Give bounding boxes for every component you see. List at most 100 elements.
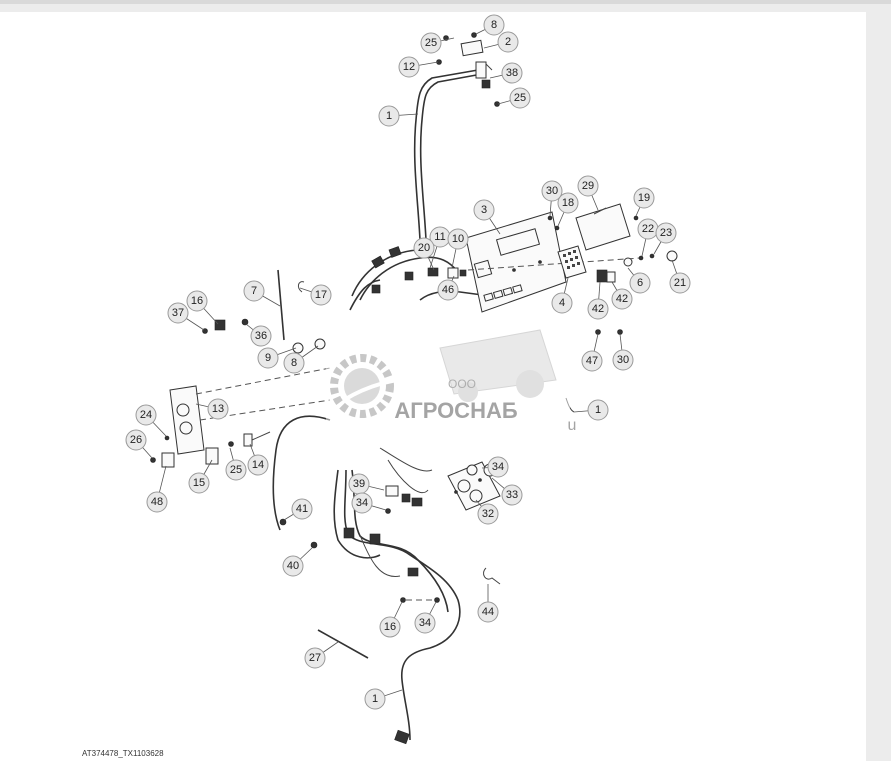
harness-main xyxy=(349,246,491,311)
callout-2: 2 xyxy=(497,31,519,53)
callout-label: 21 xyxy=(674,277,686,289)
callout-42: 42 xyxy=(587,298,609,320)
callout-bubble xyxy=(473,199,495,221)
callout-bubble xyxy=(437,279,459,301)
callout-3: 3 xyxy=(473,199,495,221)
callout-label: 6 xyxy=(637,277,643,289)
callout-label: 41 xyxy=(296,503,308,515)
callout-label: 25 xyxy=(514,92,526,104)
callout-bubble xyxy=(487,456,509,478)
watermark-logo: ООО АГРОСНАБ u xyxy=(326,316,576,444)
callout-1: 1 xyxy=(364,688,386,710)
callout-label: 34 xyxy=(419,617,431,629)
callout-bubble xyxy=(587,399,609,421)
callout-33: 33 xyxy=(501,484,523,506)
callout-label: 36 xyxy=(255,330,267,342)
callout-bubble xyxy=(310,284,332,306)
callout-27: 27 xyxy=(304,647,326,669)
callout-bubble xyxy=(477,503,499,525)
callout-4: 4 xyxy=(551,292,573,314)
callout-25: 25 xyxy=(225,459,247,481)
callout-label: 27 xyxy=(309,652,321,664)
callout-7: 7 xyxy=(243,280,265,302)
callout-label: 47 xyxy=(586,355,598,367)
callout-label: 16 xyxy=(191,295,203,307)
callout-label: 22 xyxy=(642,223,654,235)
callout-17: 17 xyxy=(310,284,332,306)
callout-42: 42 xyxy=(611,288,633,310)
callout-label: 17 xyxy=(315,289,327,301)
callout-bubble xyxy=(501,484,523,506)
callout-bubble xyxy=(291,498,313,520)
callout-bubble xyxy=(247,454,269,476)
mounting-plate xyxy=(447,461,501,511)
callout-19: 19 xyxy=(633,187,655,209)
callout-bubble xyxy=(414,612,436,634)
callout-bubble xyxy=(577,175,599,197)
callout-label: 8 xyxy=(491,19,497,31)
callout-40: 40 xyxy=(282,555,304,577)
callout-18: 18 xyxy=(557,192,579,214)
callout-label: 42 xyxy=(616,293,628,305)
callout-bubble xyxy=(581,350,603,372)
callout-39: 39 xyxy=(348,473,370,495)
callout-14: 14 xyxy=(247,454,269,476)
callout-label: 42 xyxy=(592,303,604,315)
callout-label: 2 xyxy=(505,36,511,48)
callout-29: 29 xyxy=(577,175,599,197)
callout-label: 30 xyxy=(546,185,558,197)
harness-lower xyxy=(272,397,575,745)
callout-bubble xyxy=(501,62,523,84)
callout-label: 29 xyxy=(582,180,594,192)
callout-bubble xyxy=(413,237,435,259)
top-bar xyxy=(0,0,891,4)
callout-30: 30 xyxy=(541,180,563,202)
callout-34: 34 xyxy=(351,492,373,514)
callout-24: 24 xyxy=(135,404,157,426)
callout-label: 40 xyxy=(287,560,299,572)
callout-23: 23 xyxy=(655,222,677,244)
watermark-suffix: u xyxy=(568,417,577,434)
callout-label: 24 xyxy=(140,409,152,421)
callout-bubble xyxy=(541,180,563,202)
callout-8: 8 xyxy=(483,14,505,36)
callout-label: 34 xyxy=(492,461,504,473)
callout-label: 1 xyxy=(386,110,392,122)
callout-bubble xyxy=(398,56,420,78)
callout-bubble xyxy=(135,404,157,426)
callout-13: 13 xyxy=(207,398,229,420)
callout-label: 33 xyxy=(506,489,518,501)
callout-label: 25 xyxy=(425,37,437,49)
callout-label: 20 xyxy=(418,242,430,254)
callout-1: 1 xyxy=(587,399,609,421)
left-parts xyxy=(150,269,331,468)
right-small-parts xyxy=(547,215,678,335)
callout-bubble xyxy=(207,398,229,420)
callout-label: 10 xyxy=(452,233,464,245)
callout-bubble xyxy=(655,222,677,244)
callout-label: 8 xyxy=(291,357,297,369)
top-connectors xyxy=(436,32,500,107)
callout-1: 1 xyxy=(378,105,400,127)
callout-label: 23 xyxy=(660,227,672,239)
callout-16: 16 xyxy=(186,290,208,312)
callout-bubble xyxy=(243,280,265,302)
callout-bubble xyxy=(611,288,633,310)
callout-bubble xyxy=(420,32,442,54)
callout-bubble xyxy=(551,292,573,314)
callout-label: 37 xyxy=(172,307,184,319)
callout-bubble xyxy=(167,302,189,324)
callout-bubble xyxy=(477,601,499,623)
callout-bubble xyxy=(225,459,247,481)
callout-label: 15 xyxy=(193,477,205,489)
callout-bubble xyxy=(378,105,400,127)
callout-44: 44 xyxy=(477,601,499,623)
callout-21: 21 xyxy=(669,272,691,294)
callout-bubble xyxy=(188,472,210,494)
callout-bubble xyxy=(557,192,579,214)
callout-label: 1 xyxy=(372,693,378,705)
callout-label: 38 xyxy=(506,67,518,79)
callout-label: 34 xyxy=(356,497,368,509)
callout-label: 11 xyxy=(434,231,445,243)
